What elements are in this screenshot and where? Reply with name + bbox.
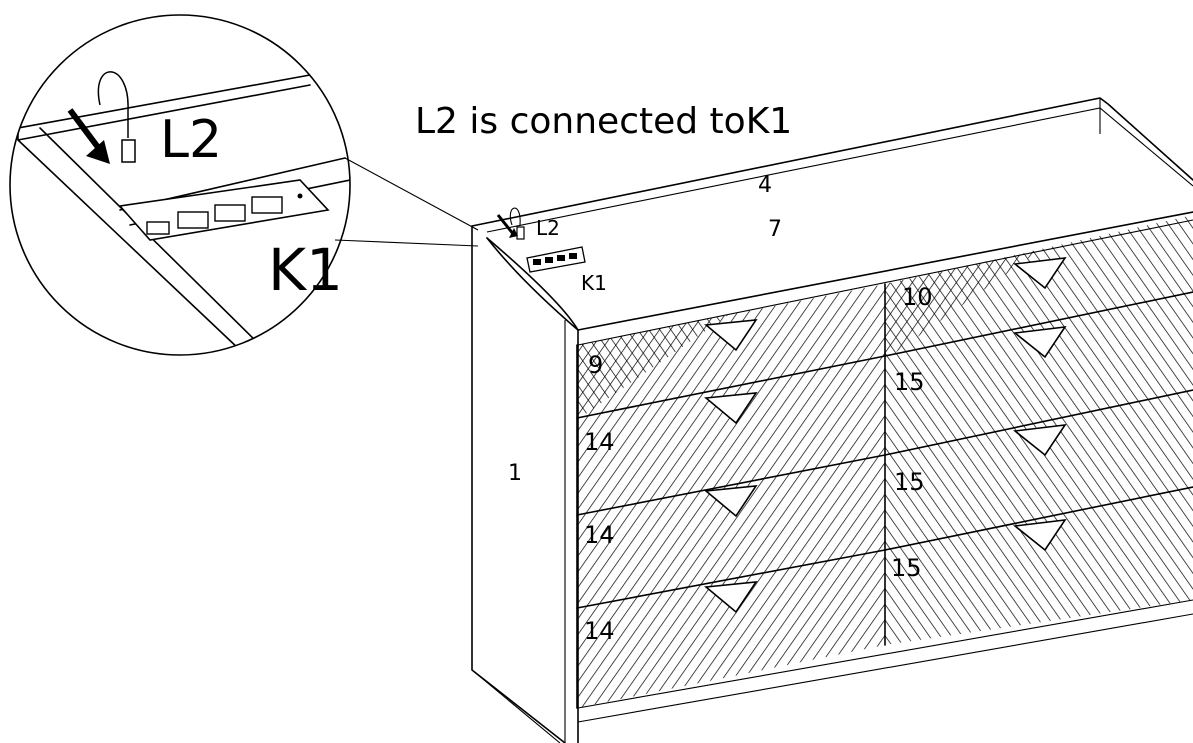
side-panel — [471, 225, 579, 743]
drawer-handles — [704, 256, 1067, 614]
socket-strip-small — [526, 246, 586, 273]
part-label-drawer-right-2: 15 — [894, 368, 925, 396]
part-label-socket-small: K1 — [581, 271, 607, 295]
part-label-top-panel: 7 — [768, 217, 782, 242]
part-label-drawer-left-3: 14 — [584, 521, 615, 549]
part-label-side-panel: 1 — [508, 461, 522, 486]
part-label-drawer-left-2: 14 — [584, 428, 615, 456]
part-label-back-top: 4 — [758, 173, 772, 198]
dresser — [471, 97, 1193, 743]
drawer-dividers — [576, 283, 1193, 709]
callout-cable-label: L2 — [160, 110, 222, 170]
detail-callout — [9, 14, 479, 356]
top-front-edge — [486, 211, 1193, 331]
callout-socket-label: K1 — [268, 236, 343, 304]
part-label-drawer-left-top: 9 — [588, 351, 603, 379]
part-label-drawer-left-4: 14 — [584, 617, 615, 645]
part-label-cable-small: L2 — [536, 216, 560, 240]
cable-plug-small-icon — [496, 207, 525, 240]
cable-plug-large-icon — [67, 71, 136, 164]
back-top-rail — [471, 97, 1193, 227]
part-label-drawer-right-3: 15 — [894, 468, 925, 496]
caption: L2 is connected toK1 — [415, 101, 792, 142]
part-label-drawer-right-top: 10 — [902, 283, 933, 311]
part-label-drawer-right-4: 15 — [891, 554, 922, 582]
